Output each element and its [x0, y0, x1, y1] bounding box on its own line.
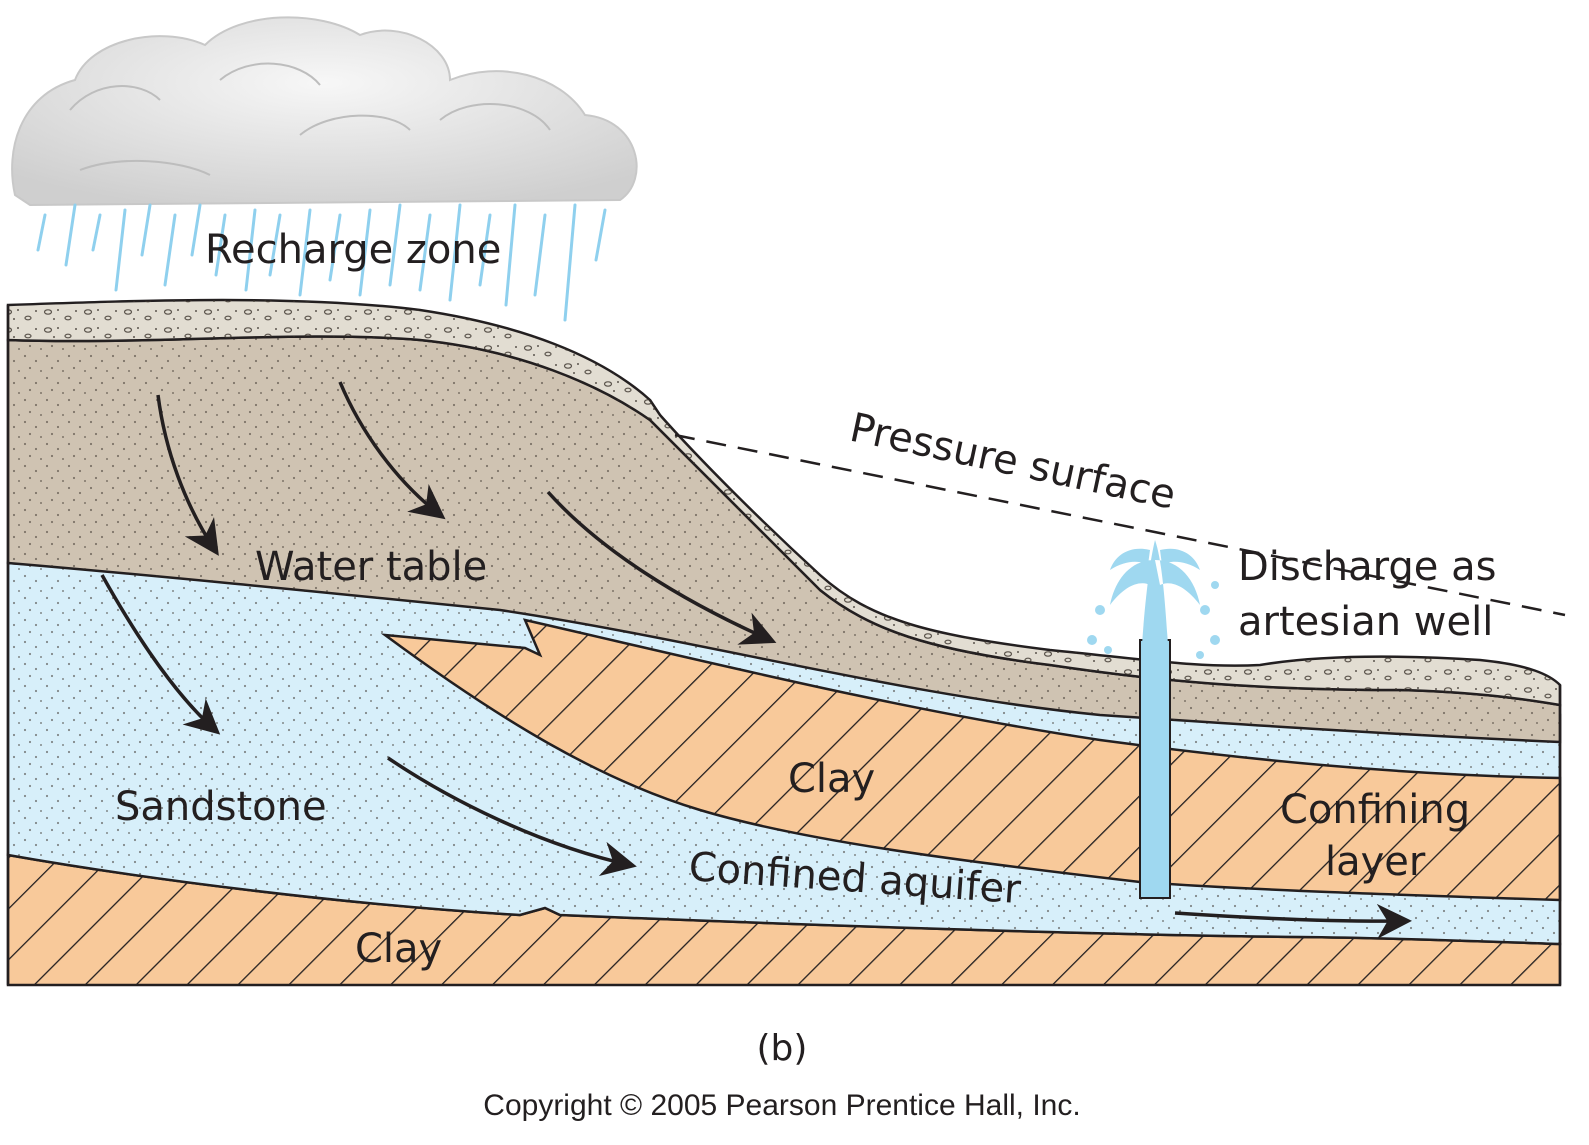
recharge-zone-label: Recharge zone — [205, 227, 501, 273]
copyright-notice: Copyright © 2005 Pearson Prentice Hall, … — [483, 1089, 1080, 1122]
cloud-icon — [11, 16, 638, 207]
flow-arrow — [156, 394, 219, 556]
artesian-well — [1087, 540, 1220, 899]
flow-arrow — [387, 756, 637, 877]
clay-confining-layer — [380, 618, 1562, 902]
flow-arrow — [338, 381, 446, 520]
flow-arrows — [100, 381, 1412, 939]
confining-layer-label-line1: Confining — [1280, 787, 1470, 833]
discharge-label-line1: Discharge as — [1238, 544, 1496, 590]
rain-drops — [36, 203, 607, 322]
flow-arrow — [546, 490, 777, 645]
confining-layer-label-line2: layer — [1325, 839, 1426, 885]
flow-arrow — [100, 574, 221, 735]
pressure-surface-label: Pressure surface — [846, 405, 1180, 519]
clay-bottom-label: Clay — [355, 926, 442, 972]
pressure-surface-line — [674, 433, 1566, 617]
sandstone-label: Sandstone — [115, 784, 327, 830]
water-table-label: Water table — [255, 544, 487, 590]
water-fountain-icon — [1110, 540, 1200, 645]
clay-middle-label: Clay — [788, 756, 875, 802]
discharge-label-line2: artesian well — [1238, 599, 1493, 645]
figure-caption: (b) — [757, 1028, 808, 1069]
flow-arrow — [1174, 903, 1412, 939]
